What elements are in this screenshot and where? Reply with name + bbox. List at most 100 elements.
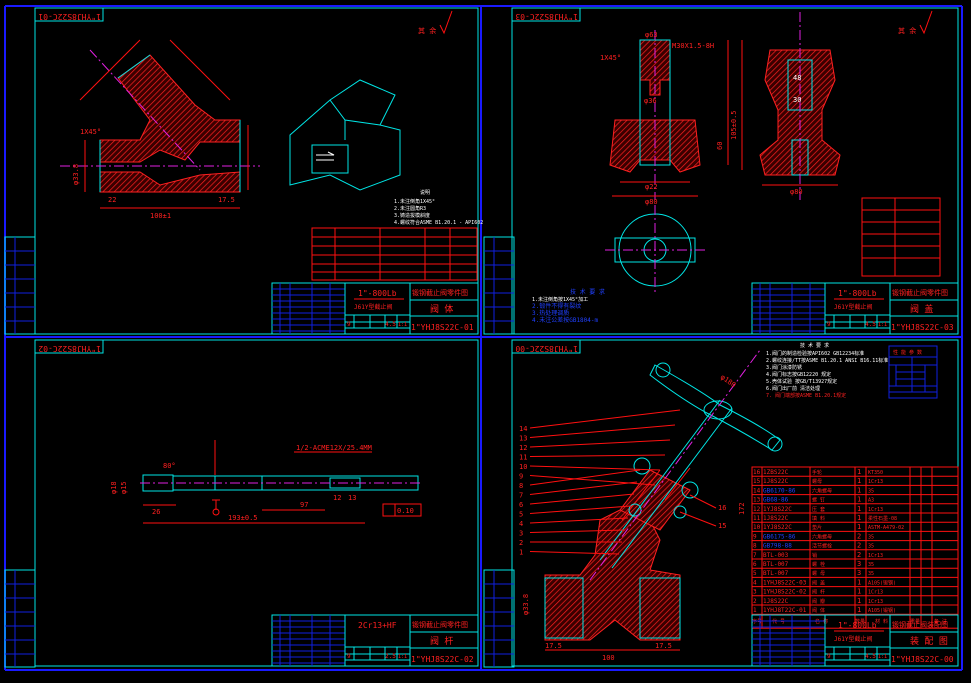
part-qty: 1 [857,486,861,494]
part-number: 1 [753,607,757,614]
spec-label: 1"-800Lb [838,621,877,630]
part-name: 活节螺栓 [812,543,832,550]
title-block-frame [751,614,959,667]
part-number: 14 [753,487,761,494]
callout-number: 8 [519,482,523,490]
roughness-label: 其 余 [898,26,916,35]
part-code: 1ZBS22C [763,469,789,476]
part-code: GB68-86 [763,497,789,504]
callout-number: 11 [519,454,527,462]
weight-value: 4.5 [865,653,876,660]
flipped-drawing-number: 1"YHJ8S22C-02 [38,344,101,353]
bonnet-side-view[interactable]: 48 30 φ80 [759,12,841,200]
callout-number: 2 [519,539,523,547]
valve-body-section-view[interactable]: 100±1 22 17.5 1X45° φ33.8 [60,39,260,220]
note-line: 1.未注倒角1X45° [394,198,435,205]
dim-top: φ63 [645,31,658,39]
flipped-label-01: 1"YHJ8S22C-01 [34,7,104,22]
notes-00: 技 术 要 求 1.阀门的制造检验按API602 GB12234标准 2.螺纹连… [766,342,888,399]
dim-bore: φ33.8 [72,164,80,185]
callout-number: 6 [519,501,523,509]
spec-label: 1"-800Lb [358,289,397,298]
part-qty: 2 [857,542,861,550]
dim-side-w: φ80 [790,188,803,196]
dim-left: 17.5 [545,642,562,650]
part-material: 35 [868,488,874,494]
note-line: 6.阀门出厂前 清洁处理 [766,385,820,392]
leader-line [529,517,629,524]
assembly-section-view[interactable]: 100 17.5 17.5 φ33.8 φ180 172 [522,349,783,662]
part-name: 螺 钉 [812,497,825,504]
bonnet-top-view[interactable] [605,205,705,295]
dim-side-a: 48 [793,74,801,82]
bonnet-front-view[interactable]: φ63 M30X1.5-8H 105±0.5 φ22 φ80 φ36 60 1X… [600,30,743,206]
part-qty: 1 [857,514,861,522]
valve-stem-view[interactable]: 193±0.5 26 97 12 13 1/2-ACME12X/25.4MM φ… [110,440,422,524]
notes-03: 技 术 要 求 1.未注倒角按1X45°加工 2.锻件不得有裂纹 3.热处理调质… [532,288,605,324]
callout-number: 12 [519,444,527,452]
leader-line [529,409,681,429]
callout-number: 15 [718,522,726,530]
part-qty: 1 [857,477,861,485]
part-material: ASTM-A479-02 [868,525,904,531]
part-name: 六角螺母 [812,487,832,494]
strip-frame [483,569,515,668]
part-code: 1YJ8S22C [763,506,792,513]
part-name: 阀 杆 [812,589,825,596]
dim-height: 172 [738,502,746,515]
material-table-03 [861,197,941,277]
part-code: GB6170-86 [763,487,796,494]
part-qty: 3 [857,560,861,568]
part-number: 13 [753,497,761,504]
leader-line [679,511,717,527]
note-line: 4.阀门标志按GB12220 规定 [766,371,831,378]
part-code: 1J8S22C [763,598,789,605]
parts-header-note: 备 注 [934,618,947,625]
valve-body-isometric-view[interactable] [289,79,401,191]
dim-bore: φ33.8 [522,594,530,615]
part-number: 4 [753,579,757,586]
dim-d18: φ18 [110,481,118,494]
dim-length: 100±1 [150,212,171,220]
part-number: 2 [753,598,757,605]
dim-right: 17.5 [218,196,235,204]
weight-value: 4.5 [385,321,396,328]
dim-h2: 60 [716,142,724,150]
scale-value: 1:1 [878,322,887,328]
leader-line [529,551,620,555]
part-name: 填 料 [812,515,825,522]
part-code: 1J8S22C [763,515,789,522]
part-qty: 1 [857,505,861,513]
part-qty: 1 [857,588,861,596]
revision-strip [483,236,515,335]
part-name: 压 套 [812,506,825,513]
part-number: 5 [753,570,757,577]
part-qty: 1 [857,606,861,614]
part-name: 阀 体 [812,607,825,614]
quantity-value: 9 [827,653,831,660]
leader-line [529,465,661,471]
weight-value: 4.5 [865,321,876,328]
part-qty: 2 [857,551,861,559]
drawing-number: 1"YHJ8S22C-02 [411,655,474,664]
part-number: 3 [753,589,757,596]
part-code: 1J8S22C [763,478,789,485]
spec-label: 1"-800Lb [838,289,877,298]
leader-line [529,529,626,533]
drawing-number: 1"YHJ8S22C-03 [891,323,954,332]
note-line: 7. 阀门端部按ASME B1.20.1规定 [766,392,846,399]
note-line: 3.热处理调质 [532,309,569,317]
material-table-01 [311,227,478,281]
flipped-label-03: 1"YHJ8S22C-03 [511,7,581,22]
quantity-value: 9 [827,321,831,328]
drawing-title: 锻钢截止阀零件图 [412,620,468,629]
flipped-drawing-number: 1"YHJ8S22C-01 [38,12,101,21]
sheet-frames [34,7,959,667]
revision-strip [4,569,36,668]
dim-l13: 13 [348,494,356,502]
drawing-number: 1"YHJ8S22C-00 [891,655,954,664]
